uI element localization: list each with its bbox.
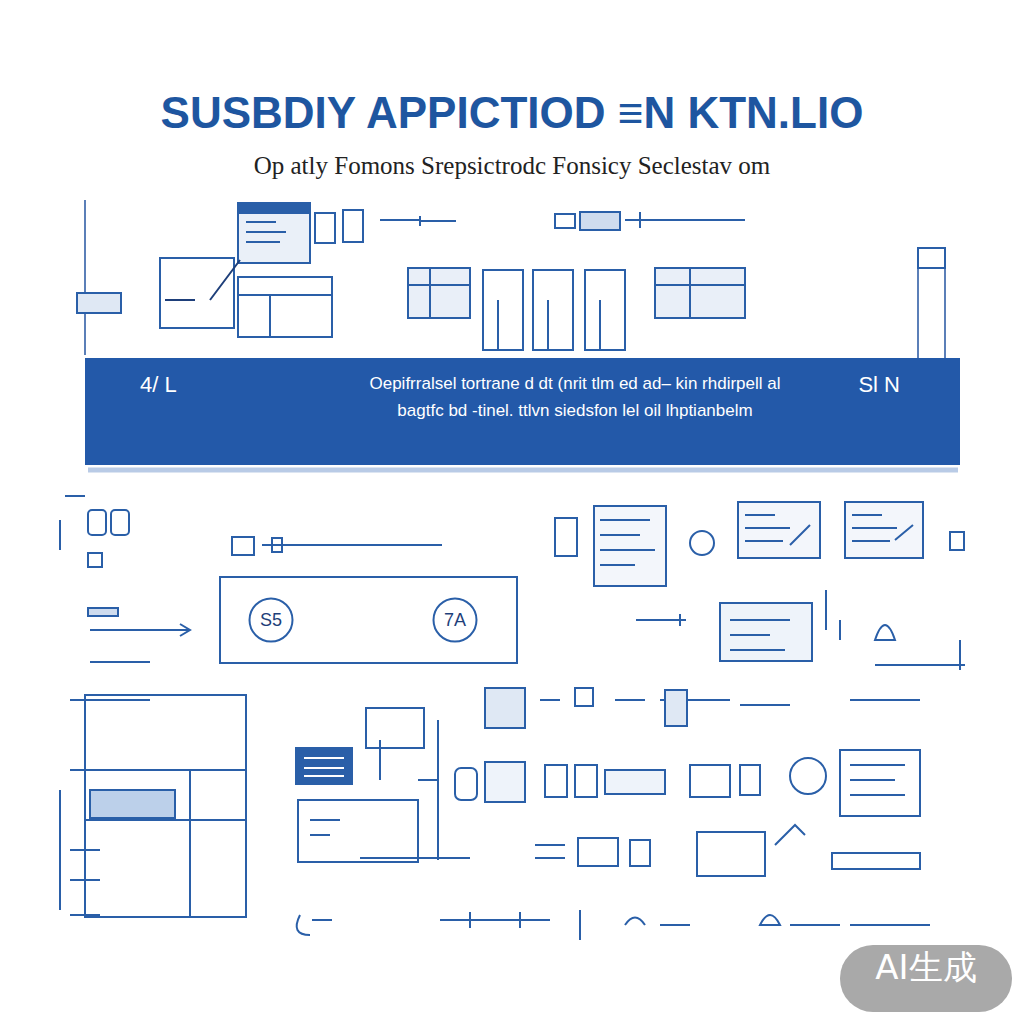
band-mark: 4/ L xyxy=(140,372,177,398)
subtitle: Op atly Fomons Srepsictrodc Fonsicy Secl… xyxy=(0,152,1024,180)
title: SUSBDIY APPICTIOD ≡N KTN.LIO xyxy=(0,88,1024,138)
blue-band: 4/ L Oepifrralsel tortrane d dt (nrit tlm… xyxy=(85,358,960,465)
circle-node: 7A xyxy=(432,597,478,643)
band-text: Oepifrralsel tortrane d dt (nrit tlm ed … xyxy=(355,370,795,424)
band-mark: Sl N xyxy=(858,372,900,398)
circle-node: S5 xyxy=(248,597,294,643)
watermark: AI生成 xyxy=(840,945,1012,1012)
circle-shape xyxy=(250,599,293,642)
circle-text: S5 xyxy=(260,610,282,631)
circle-text: 7A xyxy=(444,610,466,631)
circle-shape xyxy=(434,599,477,642)
